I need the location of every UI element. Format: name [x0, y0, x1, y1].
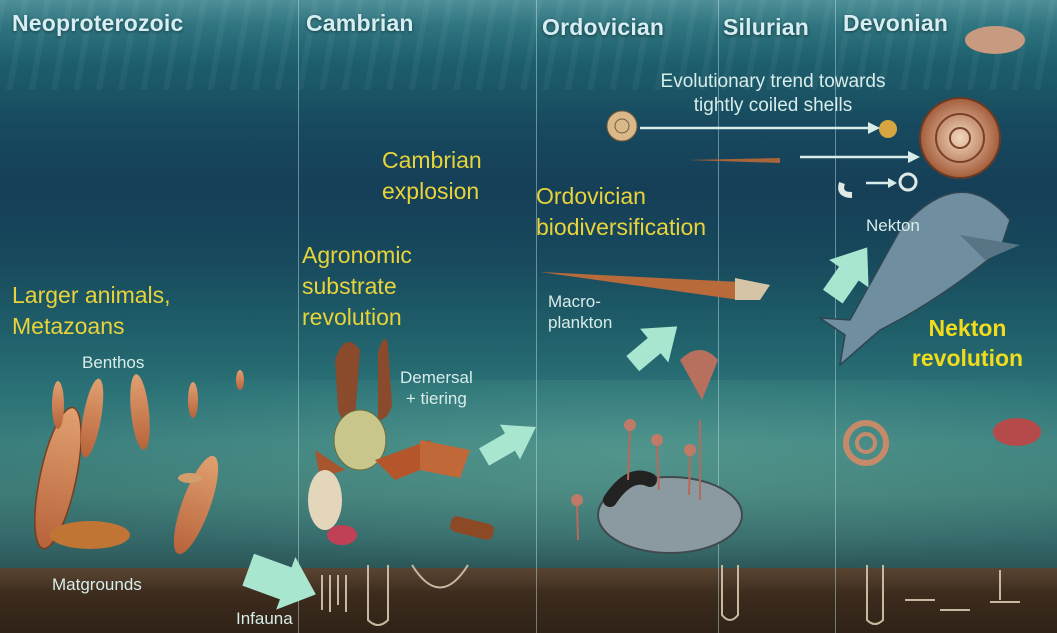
agronomic-line-1: Agronomic	[302, 240, 412, 271]
trend-line-2: tightly coiled shells	[598, 94, 948, 118]
nekton-label: Nekton	[866, 215, 920, 236]
ordovician-biodiv-line-2: biodiversification	[536, 212, 706, 243]
macroplankton-line-2: plankton	[548, 312, 612, 333]
period-devonian: Devonian	[843, 10, 948, 37]
trend-arrows	[640, 122, 920, 188]
nekton-revolution-line-1: Nekton	[900, 313, 1035, 343]
larger-animals-line-2: Metazoans	[12, 311, 171, 342]
cambrian-explosion-line-2: explosion	[382, 176, 482, 207]
macroplankton-label: Macro- plankton	[548, 291, 612, 333]
agronomic-line-2: substrate	[302, 271, 412, 302]
demersal-tiering-label: Demersal + tiering	[400, 367, 473, 409]
larger-animals-line-1: Larger animals,	[12, 280, 171, 311]
period-silurian: Silurian	[723, 14, 809, 41]
matgrounds-label: Matgrounds	[52, 574, 142, 595]
period-neoproterozoic: Neoproterozoic	[12, 10, 183, 37]
burrows	[322, 565, 1020, 625]
macroplankton-line-1: Macro-	[548, 291, 612, 312]
cambrian-explosion-line-1: Cambrian	[382, 145, 482, 176]
ordovician-biodiv-line-1: Ordovician	[536, 181, 706, 212]
agronomic-revolution-label: Agronomic substrate revolution	[302, 240, 412, 333]
ediacaran-fronds	[25, 370, 244, 559]
benthos-label: Benthos	[82, 352, 144, 373]
demersal-line-1: Demersal	[400, 367, 473, 388]
period-cambrian: Cambrian	[306, 10, 414, 37]
infauna-label: Infauna	[236, 608, 293, 629]
nekton-revolution-line-2: revolution	[900, 343, 1035, 373]
larger-animals-label: Larger animals, Metazoans	[12, 280, 171, 342]
ordovician-benthos	[571, 350, 742, 553]
trend-line-1: Evolutionary trend towards	[598, 70, 948, 94]
demersal-line-2: + tiering	[400, 388, 473, 409]
cambrian-explosion-label: Cambrian explosion	[382, 145, 482, 207]
period-ordovician: Ordovician	[542, 14, 664, 41]
ordovician-biodiversification-label: Ordovician biodiversification	[536, 181, 706, 243]
agronomic-line-3: revolution	[302, 302, 412, 333]
nekton-revolution-label: Nekton revolution	[900, 313, 1035, 373]
coiled-shell-trend-label: Evolutionary trend towards tightly coile…	[598, 70, 948, 118]
